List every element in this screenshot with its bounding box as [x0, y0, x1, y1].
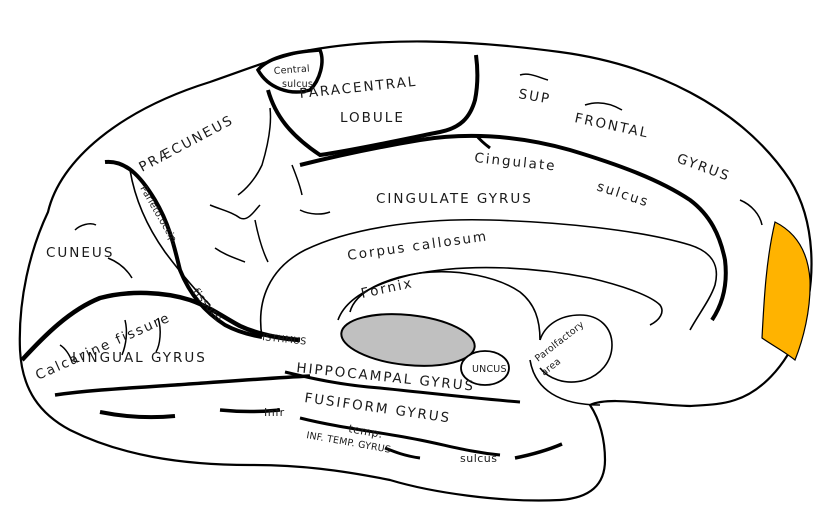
calcarine-fissure [20, 290, 301, 362]
label-infr-temp-1: Infr [264, 406, 285, 419]
inf-temp-sulcus [299, 416, 501, 457]
corpus-callosum-outer [259, 218, 718, 338]
label-sulcus-bottom: sulcus [460, 452, 498, 465]
parieto-occipital-line [129, 169, 211, 306]
label-central-sulcus-2: sulcus [282, 79, 313, 90]
thalamus [340, 313, 476, 367]
lingual-mark-1 [121, 319, 128, 356]
praecuneus-sulcus-6 [291, 164, 303, 196]
praecuneus-sulcus-3 [254, 219, 269, 263]
label-central-sulcus-1: Central [273, 64, 310, 77]
cingulate-sulcus-branch [474, 134, 491, 150]
label-isthmus: ISTHMUS [262, 332, 307, 348]
label-lingual: LINGUAL GYRUS [72, 350, 207, 366]
temp-tip-sulcus [514, 442, 563, 460]
frontal-under-curve [529, 359, 601, 406]
brain-outline [18, 40, 813, 502]
praecuneus-boundary [104, 159, 263, 339]
collateral-sulcus [284, 370, 521, 404]
praecuneus-sulcus-5 [299, 209, 331, 215]
fusiform-sulcus-2 [219, 408, 281, 414]
highlight-region [761, 221, 811, 361]
label-infr-temp-2: temp. [347, 422, 384, 441]
label-cuneus: CUNEUS [46, 245, 114, 261]
lingual-mark-3 [59, 344, 73, 363]
cuneus-mark-2 [107, 257, 133, 279]
praecuneus-sulcus-1 [237, 107, 272, 196]
paracentral-boundary [266, 54, 480, 158]
frontal-sulcus-mark-3 [739, 199, 763, 226]
fusiform-sulcus-1 [99, 410, 176, 420]
praecuneus-sulcus-4 [214, 247, 246, 263]
frontal-sulcus-mark-2 [584, 102, 623, 111]
label-cingulate-gyrus: CINGULATE GYRUS [376, 191, 533, 207]
label-paracentral-2: LOBULE [340, 110, 405, 126]
cuneus-mark-1 [74, 223, 97, 231]
label-sup-frontal-1: SUP [517, 86, 552, 107]
parolfactory-boundary [539, 314, 613, 383]
central-sulcus-region [255, 48, 324, 94]
inf-temp-sulcus-2 [384, 446, 421, 460]
cingulate-sulcus-line [299, 133, 728, 322]
label-uncus: UNCUS [472, 364, 507, 375]
frontal-sulcus-mark-1 [519, 73, 549, 81]
praecuneus-sulcus-2 [209, 204, 261, 220]
uncus-shape [460, 350, 510, 386]
fornix [349, 270, 541, 341]
lingual-mark-2 [155, 317, 161, 353]
lingual-lower-sulcus [54, 374, 311, 397]
